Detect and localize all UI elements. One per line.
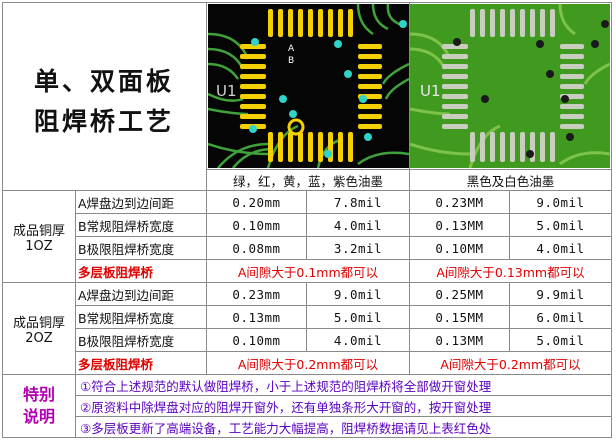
pcb-black-label: U1 — [216, 82, 237, 100]
pcb-image-green: U1 — [410, 4, 610, 168]
title-line-1: 单、双面板 — [33, 67, 174, 96]
multilayer-note-color-ink: A间隙大于0.1mm都可以 — [237, 264, 379, 280]
notes-label: 特别 说明 — [3, 375, 75, 437]
value-mm: 0.10mm — [232, 217, 281, 233]
value-mm: 0.20mm — [232, 194, 281, 210]
value-mil: 9.0mil — [333, 286, 383, 302]
value-mil-bw: 5.0mil — [536, 332, 585, 348]
title-line-2: 阻焊桥工艺 — [33, 107, 174, 136]
row-name: A焊盘边到边间距 — [78, 195, 175, 211]
page-title: 单、双面板 阻焊桥工艺 — [4, 62, 204, 142]
group-1oz-label: 成品铜厚 1OZ — [3, 191, 75, 282]
multilayer-note-bw-ink: A间隙大于0.13mm都可以 — [436, 264, 585, 280]
value-mil: 4.0mil — [333, 332, 383, 348]
multilayer-row-name: 多层板阻焊桥 — [78, 264, 154, 280]
note-item: ①符合上述规范的默认做阻焊桥，小于上述规范的阻焊桥将全部做开窗处理 — [80, 378, 492, 394]
multilayer-row-name: 多层板阻焊桥 — [78, 356, 154, 372]
row-name: A焊盘边到边间距 — [78, 287, 175, 303]
header-black-white-ink: 黑色及白色油墨 — [466, 173, 555, 189]
pcb-pin-a-label: A — [288, 44, 295, 54]
group-2oz-label-line2: 2OZ — [25, 330, 53, 346]
value-mil-bw: 4.0mil — [536, 240, 585, 256]
value-mil: 7.8mil — [333, 194, 383, 210]
row-name: B常规阻焊桥宽度 — [78, 310, 175, 326]
value-mil-bw: 5.0mil — [536, 217, 585, 233]
value-mil: 4.0mil — [333, 217, 383, 233]
value-mil: 3.2mil — [333, 240, 383, 256]
notes-label-line2: 说明 — [22, 407, 55, 426]
value-mm-bw: 0.15MM — [435, 309, 484, 325]
value-mm-bw: 0.10MM — [435, 240, 484, 256]
value-mm-bw: 0.13MM — [435, 332, 484, 348]
row-name: B常规阻焊桥宽度 — [78, 218, 175, 234]
value-mil-bw: 9.0mil — [536, 194, 585, 210]
value-mm-bw: 0.25MM — [435, 286, 484, 302]
value-mm-bw: 0.13MM — [435, 217, 484, 233]
group-2oz-label-line1: 成品铜厚 — [12, 315, 65, 331]
pcb-image-black: U1 A B — [208, 4, 409, 168]
group-1oz-label-line2: 1OZ — [25, 238, 53, 254]
value-mm: 0.08mm — [232, 240, 281, 256]
notes-label-line1: 特别 — [22, 385, 55, 404]
value-mm: 0.23mm — [232, 286, 281, 302]
pcb-green-label: U1 — [420, 82, 441, 100]
group-1oz-label-line1: 成品铜厚 — [12, 223, 65, 239]
value-mm: 0.10mm — [232, 332, 281, 348]
value-mm: 0.13mm — [232, 309, 281, 325]
value-mil-bw: 9.9mil — [536, 286, 585, 302]
header-ink-colors: 绿，红，黄，蓝，紫色油墨 — [232, 173, 383, 189]
note-item: ②原资料中除焊盘对应的阻焊开窗外，还有单独条形大开窗的，按开窗处理 — [80, 399, 492, 415]
pcb-black-art: U1 A B — [208, 4, 409, 168]
value-mm-bw: 0.23MM — [435, 194, 484, 210]
row-name: B极限阻焊桥宽度 — [78, 241, 175, 257]
value-mil-bw: 6.0mil — [536, 309, 585, 325]
pcb-pin-b-label: B — [288, 56, 294, 66]
multilayer-note-color-ink: A间隙大于0.2mm都可以 — [237, 356, 379, 372]
multilayer-note-bw-ink: A间隙大于0.2mm都可以 — [440, 356, 581, 372]
pcb-green-art: U1 — [410, 4, 610, 168]
group-2oz-label: 成品铜厚 2OZ — [3, 283, 75, 374]
note-item: ③多层板更新了高端设备，工艺能力大幅提高，阻焊桥数据请见上表红色处 — [80, 420, 492, 436]
value-mil: 5.0mil — [333, 309, 383, 325]
row-name: B极限阻焊桥宽度 — [78, 333, 175, 349]
